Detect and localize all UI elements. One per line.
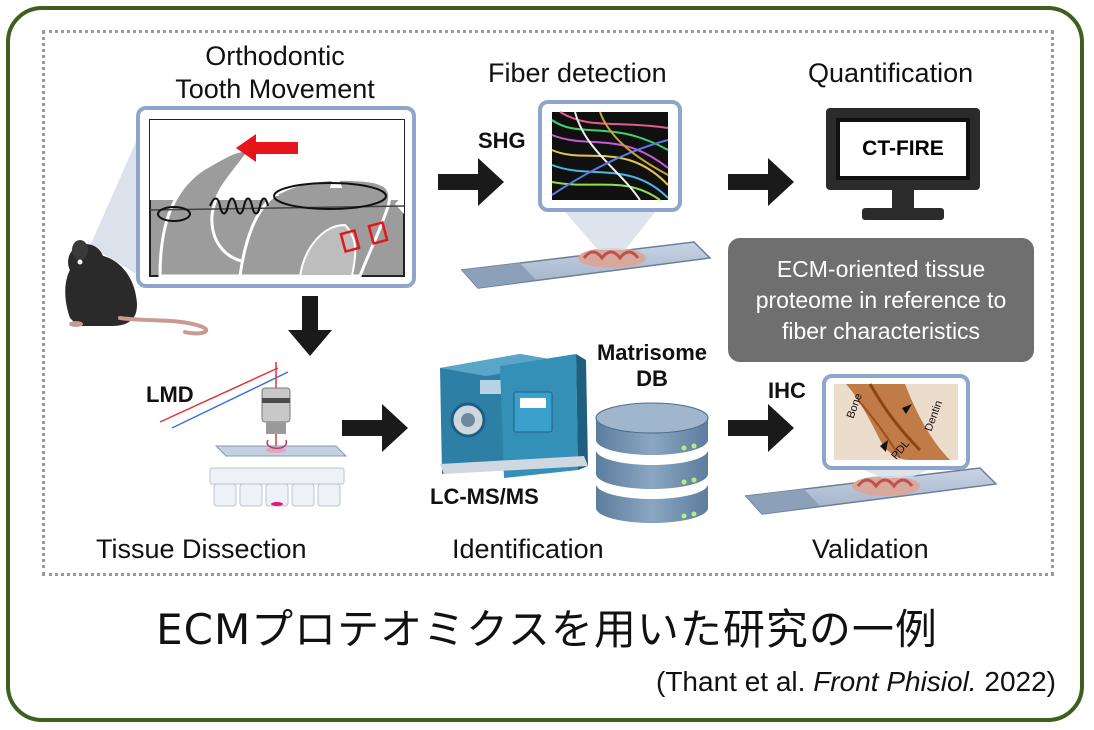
matrisome-db-illustration	[595, 402, 709, 523]
citation-close: 2022)	[976, 666, 1056, 697]
arrow-to-ms	[342, 404, 408, 452]
arrow-to-ihc	[728, 404, 794, 452]
orthodontic-line2: Tooth Movement	[175, 74, 375, 104]
lmd-illustration	[159, 362, 348, 507]
workflow-panel	[42, 30, 1054, 576]
arrow-to-fiber	[438, 158, 504, 206]
tooth-panel	[136, 106, 416, 288]
matrisome-line1: Matrisome	[596, 340, 708, 365]
ihc-panel	[744, 374, 998, 515]
japanese-title: ECMプロテオミクスを用いた研究の一例	[156, 605, 938, 654]
lc-ms-label: LC-MS/MS	[430, 484, 539, 509]
citation: (Thant et al. Front Phisiol. 2022)	[656, 666, 1056, 698]
ct-fire-label: CT-FIRE	[862, 137, 944, 160]
orthodontic-line1: Orthodontic	[205, 41, 345, 71]
lcms-illustration	[440, 354, 588, 478]
arrow-down	[288, 296, 332, 356]
ct-fire-screen: CT-FIRE	[836, 118, 970, 180]
zoom-cone	[90, 110, 150, 282]
ihc-label: IHC	[768, 378, 806, 403]
ecm-line3: fiber characteristics	[781, 317, 981, 344]
ecm-line2: proteome in reference to	[755, 286, 1007, 313]
citation-journal: Front Phisiol.	[813, 666, 977, 697]
lmd-label: LMD	[146, 382, 194, 407]
identification-label: Identification	[452, 534, 604, 564]
matrisome-label: Matrisome DB	[582, 340, 722, 392]
fiber-detection-label: Fiber detection	[488, 58, 667, 88]
shg-label: SHG	[478, 128, 526, 153]
ecm-description-box: ECM-oriented tissue proteome in referenc…	[728, 238, 1034, 362]
tissue-dissection-label: Tissue Dissection	[96, 534, 307, 564]
mouse-illustration	[65, 240, 209, 336]
arrow-to-quant	[728, 158, 794, 206]
matrisome-line2: DB	[636, 366, 668, 391]
validation-label: Validation	[812, 534, 929, 564]
orthodontic-label: Orthodontic Tooth Movement	[150, 40, 400, 106]
shg-panel	[460, 100, 712, 289]
citation-open: (Thant et al.	[656, 666, 814, 697]
ecm-line1: ECM-oriented tissue	[776, 255, 986, 282]
quantification-label: Quantification	[808, 58, 974, 88]
